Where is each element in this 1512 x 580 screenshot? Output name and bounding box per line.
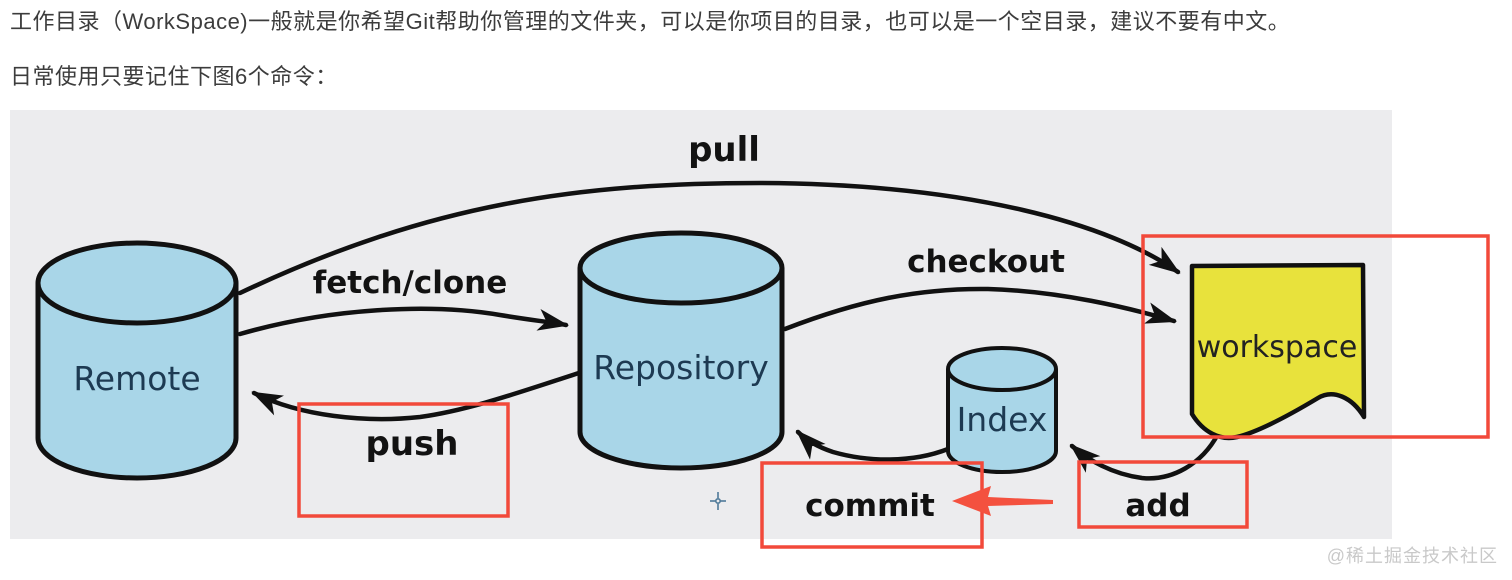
push-highlight-box bbox=[297, 402, 510, 518]
repository-node: Repository bbox=[577, 230, 785, 471]
red-pointer-arrow-icon bbox=[952, 486, 1053, 516]
push-label: push bbox=[366, 424, 459, 464]
workspace-label: workspace bbox=[1197, 330, 1358, 365]
add-label: add bbox=[1125, 488, 1190, 524]
workspace-node: workspace bbox=[1189, 262, 1367, 441]
repository-cylinder-top bbox=[577, 230, 785, 306]
index-node: Index bbox=[946, 346, 1058, 474]
commit-arrow bbox=[795, 429, 951, 462]
workspace-shape bbox=[1189, 262, 1367, 441]
remote-cylinder-body bbox=[35, 283, 239, 481]
remote-cylinder-top bbox=[35, 240, 239, 326]
index-label: Index bbox=[957, 400, 1048, 439]
remote-node: Remote bbox=[35, 240, 239, 481]
fetch-clone-label: fetch/clone bbox=[313, 265, 508, 301]
repository-label: Repository bbox=[593, 348, 768, 387]
index-cylinder-body bbox=[946, 369, 1058, 474]
checkout-label: checkout bbox=[907, 244, 1065, 280]
commands-paragraph: 日常使用只要记住下图6个命令： bbox=[10, 64, 338, 89]
crosshair-cursor-icon bbox=[710, 492, 726, 510]
index-cylinder-top bbox=[946, 346, 1058, 392]
workspace-highlight-box bbox=[1141, 234, 1490, 439]
fetch-clone-arrow bbox=[237, 306, 569, 337]
commit-label: commit bbox=[805, 488, 935, 524]
add-highlight-box bbox=[1077, 460, 1249, 529]
add-arrow bbox=[1069, 431, 1221, 481]
pull-label: pull bbox=[688, 130, 760, 170]
intro-paragraph: 工作目录（WorkSpace)一般就是你希望Git帮助你管理的文件夹，可以是你项… bbox=[10, 9, 1291, 34]
pull-arrow bbox=[237, 180, 1181, 296]
watermark: @稀土掘金技术社区 bbox=[1326, 546, 1498, 566]
repository-cylinder-body bbox=[577, 268, 785, 471]
remote-label: Remote bbox=[73, 359, 200, 398]
checkout-arrow bbox=[782, 286, 1177, 332]
